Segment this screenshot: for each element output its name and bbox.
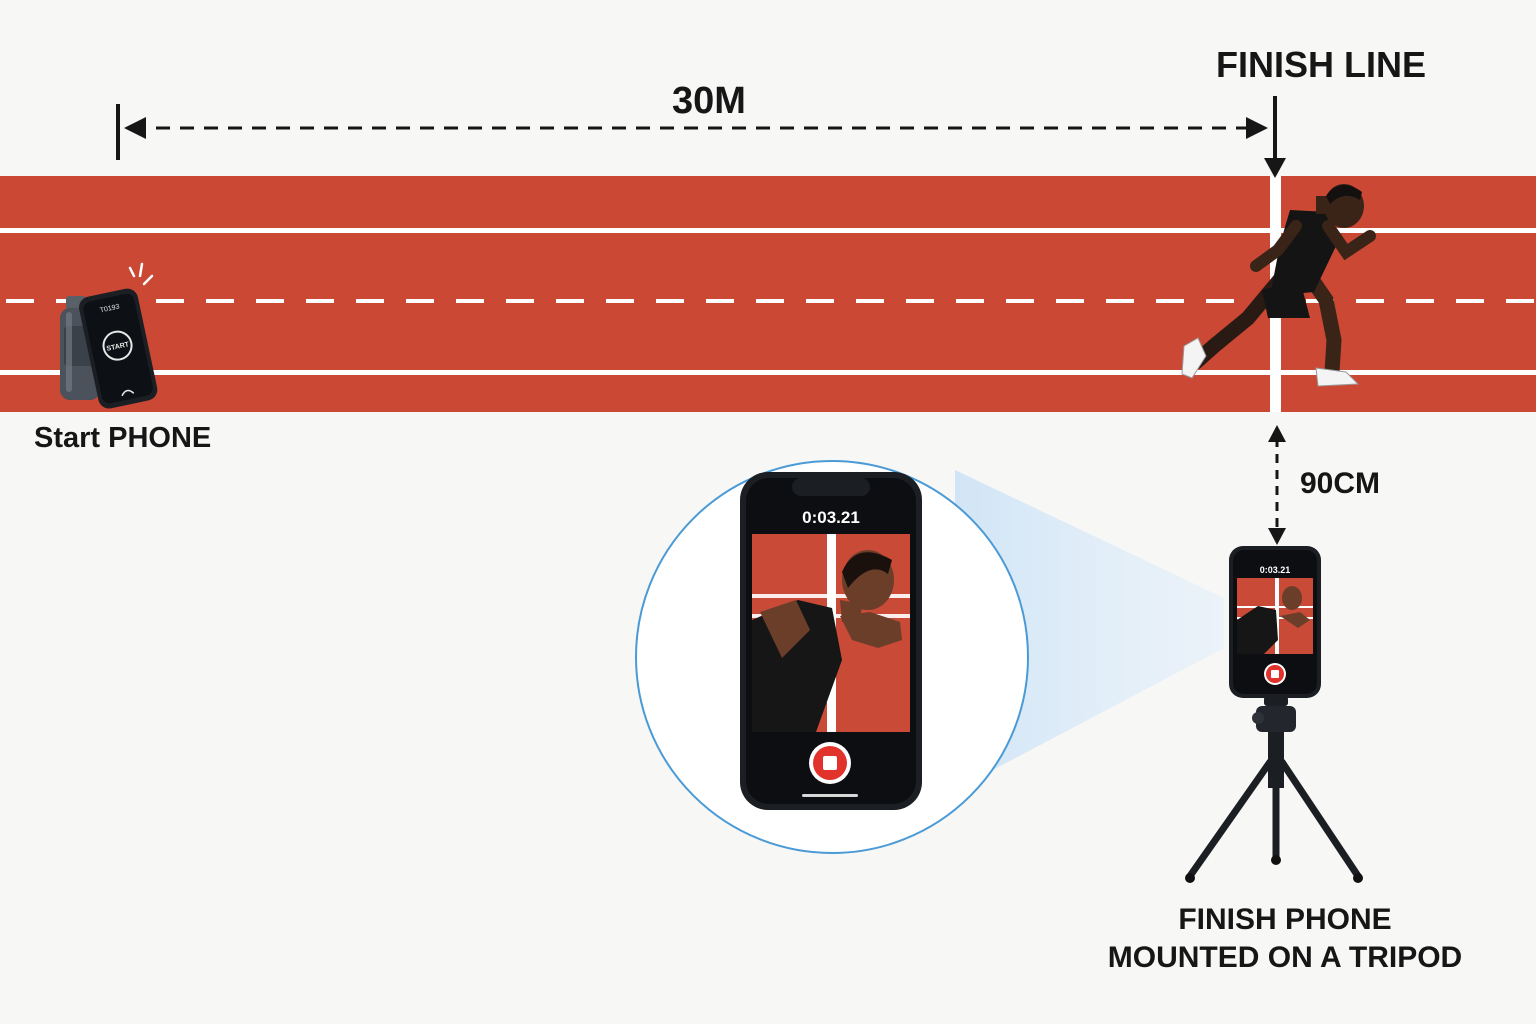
arrow-down-icon — [1268, 528, 1286, 545]
tripod — [1185, 696, 1363, 883]
distance-dimension — [116, 104, 1268, 160]
start-phone: T0193 START — [79, 288, 158, 409]
tripod-gap-label: 90CM — [1300, 467, 1381, 500]
finish-phone-timer-display: 0:03.21 — [1260, 565, 1291, 575]
lane-line-bottom — [0, 370, 1536, 375]
running-shoe — [1315, 367, 1360, 387]
tripod-gap-dimension — [1268, 425, 1286, 545]
start-button-icon — [102, 330, 133, 361]
zoomed-camera-view — [752, 534, 910, 732]
running-shoe — [1181, 337, 1207, 379]
start-phone-label: Start PHONE — [34, 422, 212, 454]
zoomed-timer-display: 0:03.21 — [802, 508, 860, 527]
start-phone-setup: T0193 START — [60, 262, 158, 409]
finish-line-arrow — [1264, 96, 1286, 178]
arrow-right-icon — [1246, 117, 1268, 139]
zoom-beam — [955, 470, 1224, 790]
start-phone-screen-button: START — [106, 341, 130, 353]
arrow-down-icon — [1264, 158, 1286, 178]
arrow-up-icon — [1268, 425, 1286, 442]
tripod-knob-icon — [1252, 712, 1264, 724]
finish-line-label: FINISH LINE — [1216, 44, 1427, 85]
sound-burst-icon — [128, 262, 154, 286]
water-bottle — [60, 296, 100, 400]
zoomed-finish-phone: 0:03.21 — [740, 472, 922, 810]
arrow-left-icon — [124, 117, 146, 139]
distance-label: 30M — [672, 80, 746, 122]
finish-phone-label-line2: MOUNTED ON A TRIPOD — [1107, 941, 1463, 974]
start-phone-screen-header: T0193 — [99, 303, 120, 314]
finish-phone-label-line1: FINISH PHONE — [1178, 903, 1392, 936]
record-stop-button-icon — [1264, 663, 1286, 685]
sprinter — [1181, 184, 1376, 387]
finish-phone: 0:03.21 — [1229, 546, 1321, 698]
record-stop-button-icon — [809, 742, 851, 784]
lane-line-top — [0, 228, 1536, 233]
finish-phone-camera-view — [1237, 578, 1313, 654]
